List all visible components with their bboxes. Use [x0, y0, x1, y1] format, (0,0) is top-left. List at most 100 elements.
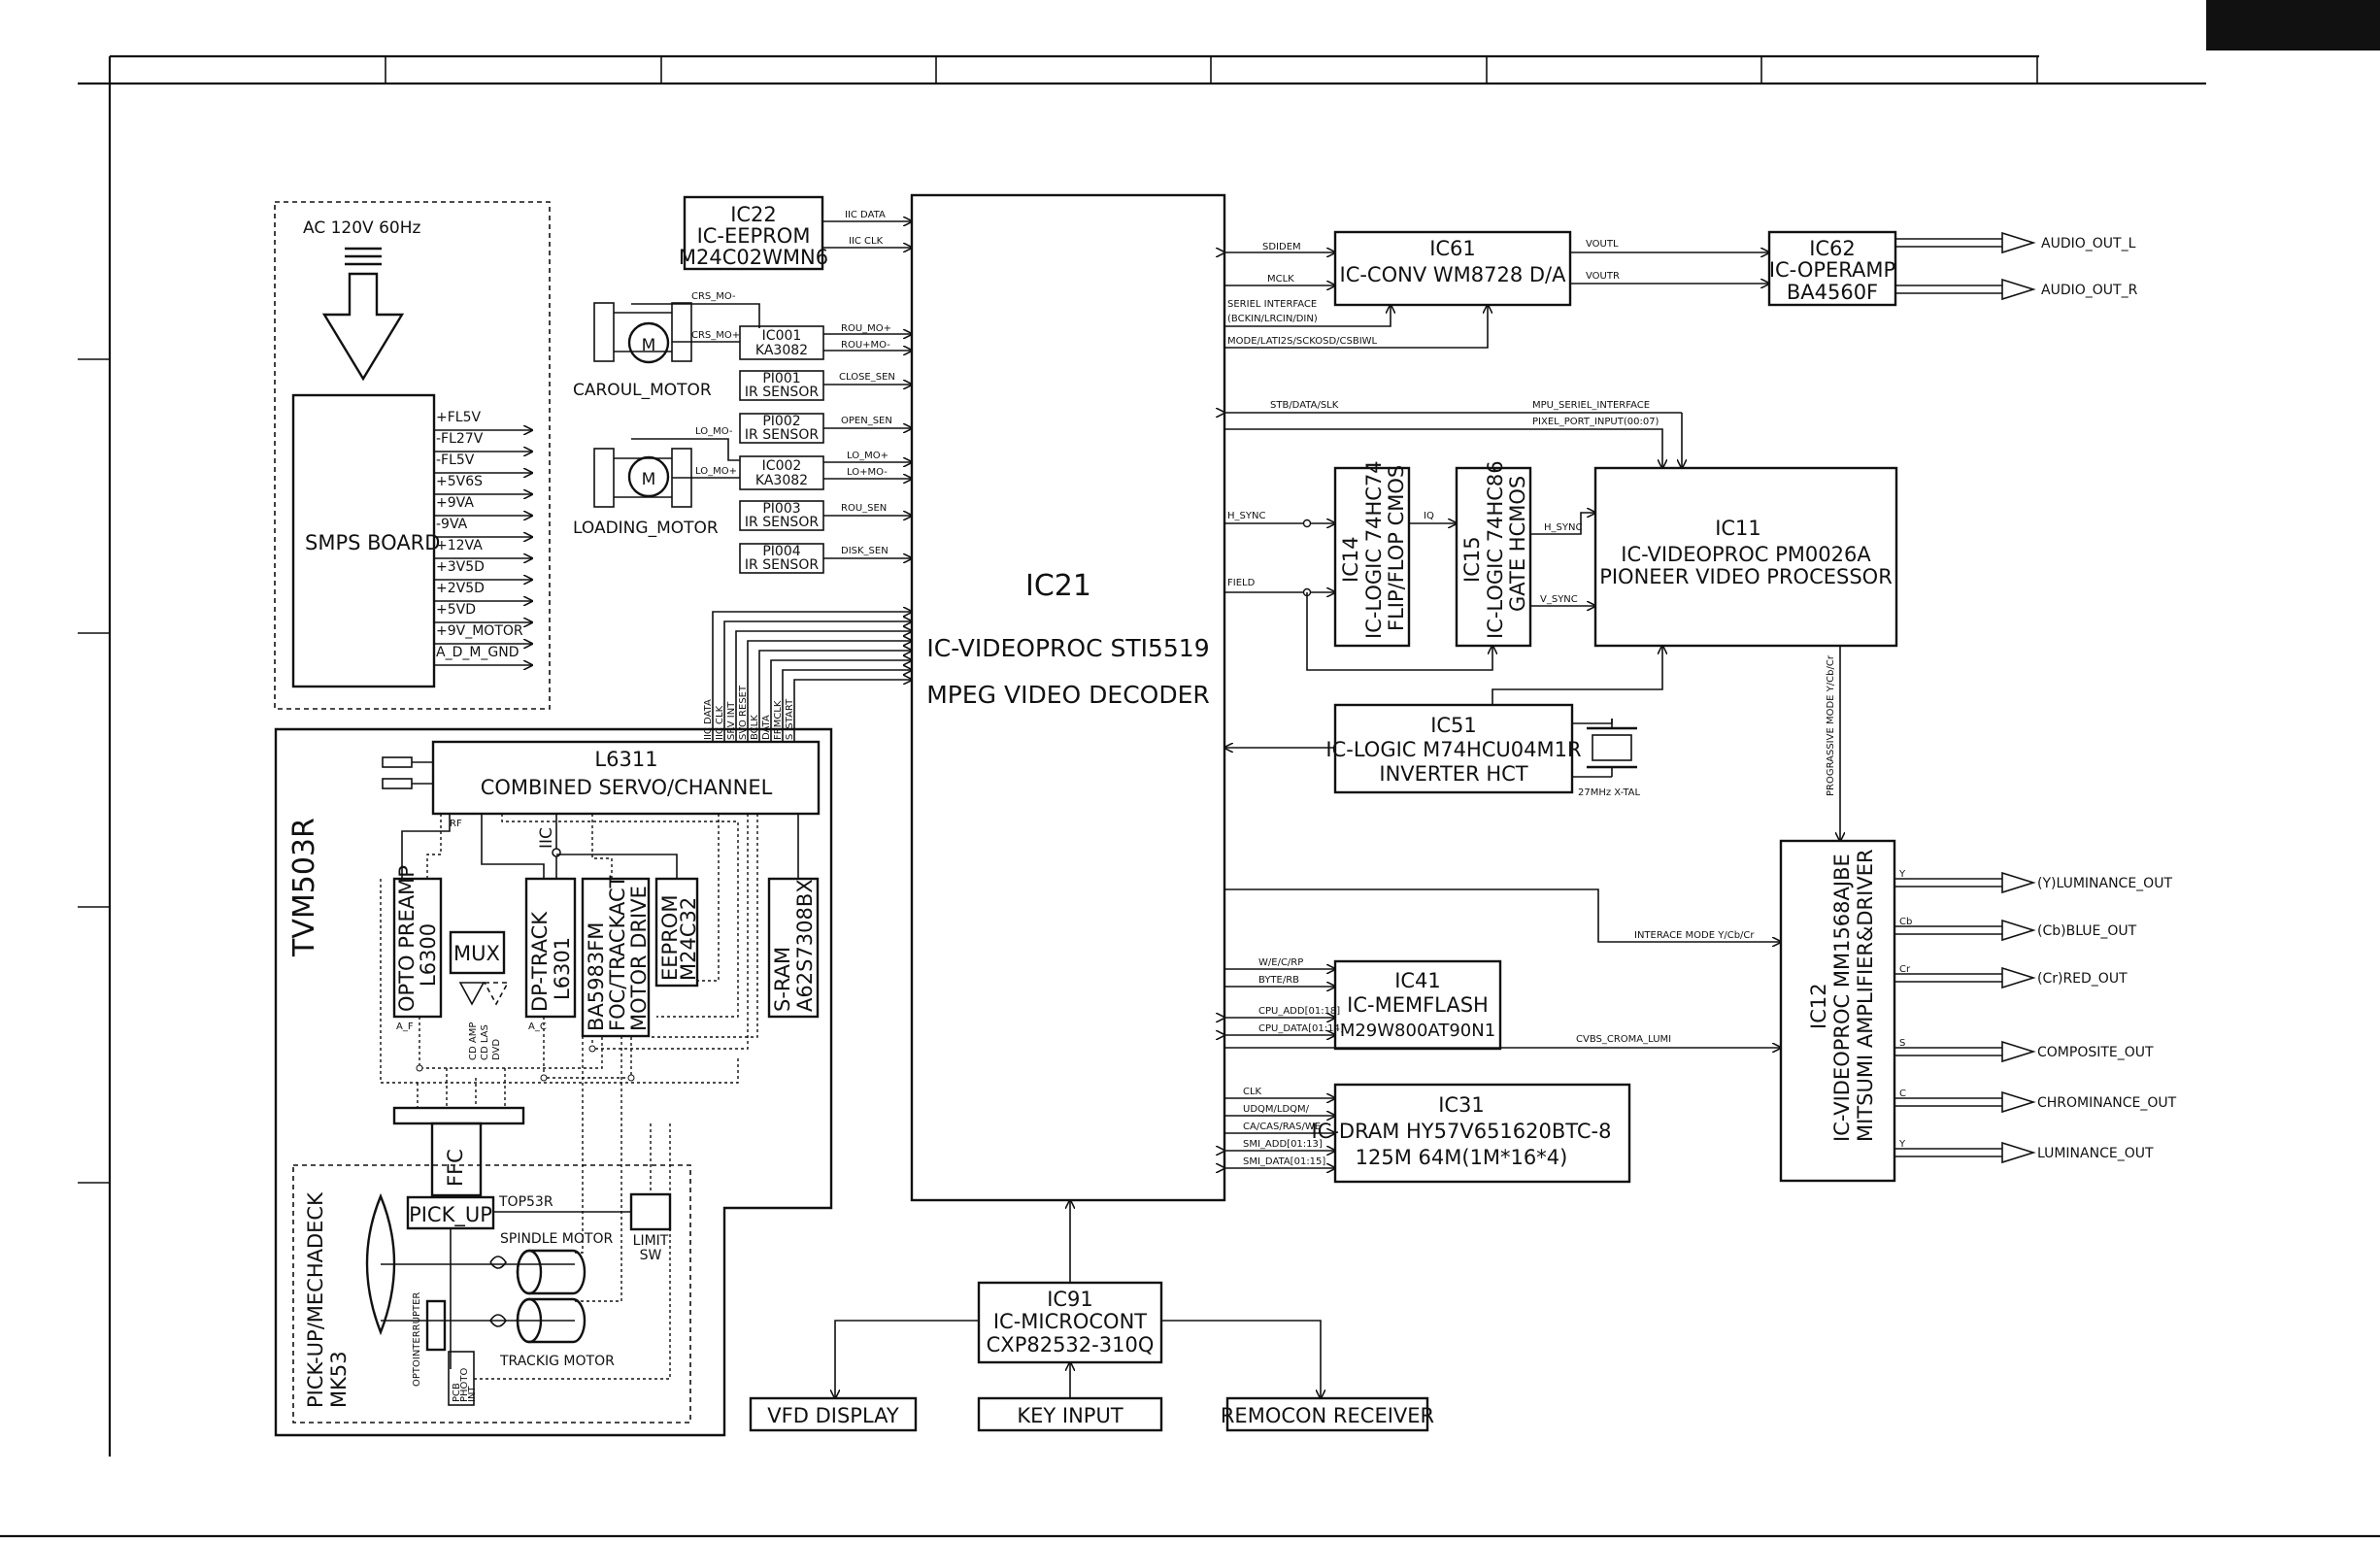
- svg-text:PIXEL_PORT_INPUT(00:07): PIXEL_PORT_INPUT(00:07): [1532, 417, 1659, 427]
- svg-text:CLOSE_SEN: CLOSE_SEN: [839, 372, 895, 383]
- svg-text:IC-DRAM HY57V651620BTC-8: IC-DRAM HY57V651620BTC-8: [1312, 1120, 1612, 1143]
- rail-label: +5VD: [436, 602, 476, 618]
- ic12-block: [1779, 839, 1896, 1183]
- output-arrow-icon: [2001, 1141, 2036, 1164]
- svg-text:IC51: IC51: [1430, 714, 1477, 737]
- svg-text:IC-LOGIC 74HC86: IC-LOGIC 74HC86: [1484, 460, 1507, 639]
- audio-section: IC61 IC-CONV WM8728 D/A SDIDEM MCLK SERI…: [1224, 230, 2138, 349]
- svg-text:M24C32: M24C32: [677, 897, 700, 981]
- ic31-signal-label: UDQM/LDQM/: [1243, 1104, 1310, 1115]
- svg-text:IC001: IC001: [762, 328, 802, 344]
- svg-text:H_SYNC: H_SYNC: [1544, 522, 1582, 533]
- svg-text:M24C02WMN6: M24C02WMN6: [679, 246, 828, 269]
- svg-text:IC11: IC11: [1715, 517, 1761, 540]
- key-input-block: [977, 1396, 1163, 1432]
- video-section: STB/DATA/SLK MPU_SERIEL_INTERFACE PIXEL_…: [1224, 400, 2177, 1183]
- micro-section: IC91 IC-MICROCONT CXP82532-310Q VFD DISP…: [749, 1200, 1434, 1432]
- ic21-name: IC-VIDEOPROC STI5519: [926, 634, 1209, 662]
- output-arrow-icon: [2001, 231, 2036, 254]
- svg-text:FOC/TRACKACT: FOC/TRACKACT: [606, 875, 629, 1031]
- ic31-signal-label: CLK: [1243, 1087, 1262, 1097]
- svg-text:SDIDEM: SDIDEM: [1262, 242, 1301, 252]
- dp-line2: L6301: [551, 937, 574, 1000]
- caroul-motor-icon: [627, 321, 670, 364]
- output-arrow-icon: [2001, 1090, 2036, 1114]
- svg-text:M: M: [642, 470, 656, 489]
- rail-label: +5V6S: [436, 474, 483, 489]
- svg-text:IC-LOGIC 74HC74: IC-LOGIC 74HC74: [1362, 460, 1386, 639]
- ba5983fm-block: [581, 877, 651, 1038]
- bus-line: [782, 670, 912, 742]
- smps-label: SMPS BOARD: [305, 531, 440, 554]
- svg-text:MCLK: MCLK: [1267, 274, 1294, 285]
- bus-line: [758, 651, 912, 742]
- svg-text:DVD: DVD: [491, 1039, 502, 1060]
- ic61-block: [1333, 230, 1572, 307]
- svg-text:CRS_MO-: CRS_MO-: [691, 291, 736, 302]
- svg-text:IC-MICROCONT: IC-MICROCONT: [993, 1310, 1147, 1333]
- svg-text:S-RAM: S-RAM: [771, 947, 794, 1012]
- bus-label: SRV INT: [726, 701, 737, 740]
- svg-text:SERIEL INTERFACE: SERIEL INTERFACE: [1227, 299, 1317, 310]
- svg-text:INTERACE MODE Y/Cb/Cr: INTERACE MODE Y/Cb/Cr: [1634, 930, 1755, 941]
- corner-tab: [2206, 0, 2380, 50]
- svg-text:IC-EEPROM: IC-EEPROM: [697, 224, 811, 248]
- svg-text:CRS_MO+: CRS_MO+: [691, 330, 740, 341]
- svg-text:27MHz X-TAL: 27MHz X-TAL: [1578, 787, 1641, 798]
- audio-out-label: AUDIO_OUT_R: [2041, 283, 2138, 298]
- output-arrow-icon: [2001, 278, 2036, 301]
- output-arrow-icon: [2001, 919, 2036, 942]
- svg-text:PHOTO: PHOTO: [459, 1367, 470, 1402]
- rail-label: +9VA: [436, 495, 474, 511]
- svg-text:M29W800AT90N1: M29W800AT90N1: [1340, 1021, 1495, 1041]
- svg-text:IC-VIDEOPROC MM1568AJBE: IC-VIDEOPROC MM1568AJBE: [1830, 854, 1854, 1142]
- mechadeck-box: [292, 1164, 691, 1424]
- svg-text:IR SENSOR: IR SENSOR: [745, 427, 819, 443]
- dp-track-block: [524, 877, 577, 1019]
- rail-label: +3V5D: [436, 559, 485, 575]
- spindle-motor-icon: [516, 1249, 587, 1295]
- svg-text:CXP82532-310Q: CXP82532-310Q: [987, 1333, 1155, 1357]
- opto-preamp-block: [392, 877, 443, 1019]
- svg-text:LO_MO+: LO_MO+: [695, 466, 737, 477]
- svg-text:BA5983FM: BA5983FM: [585, 922, 608, 1031]
- svg-text:ROU_SEN: ROU_SEN: [841, 503, 887, 514]
- svg-text:PCB: PCB: [452, 1383, 462, 1402]
- svg-text:PROGRASSIVE MODE Y/Cb/Cr: PROGRASSIVE MODE Y/Cb/Cr: [1826, 654, 1836, 796]
- ac-pin-label: A_C: [528, 1022, 547, 1032]
- power-rails: +FL5V-FL27V-FL5V+5V6S+9VA-9VA+12VA+3V5D+…: [434, 410, 532, 665]
- opto-line1: OPTO PREAMP: [395, 865, 419, 1012]
- svg-text:LO_MO+: LO_MO+: [847, 451, 888, 461]
- bus-label: FRMCLK: [773, 700, 784, 740]
- ic21-decoder: IC21 IC-VIDEOPROC STI5519 MPEG VIDEO DEC…: [910, 193, 1226, 1202]
- svg-text:MPU_SERIEL_INTERFACE: MPU_SERIEL_INTERFACE: [1532, 400, 1650, 411]
- svg-text:PI001: PI001: [762, 371, 800, 386]
- svg-text:IIC: IIC: [537, 827, 556, 849]
- ic41-signal-label: CPU_ADD[01:18]: [1258, 1006, 1340, 1017]
- svg-text:BA4560F: BA4560F: [1787, 281, 1878, 304]
- svg-text:KA3082: KA3082: [755, 473, 808, 488]
- svg-text:A62S7308BX: A62S7308BX: [793, 879, 817, 1012]
- video-out-label: (Cr)RED_OUT: [2037, 971, 2128, 987]
- video-pin-label: C: [1899, 1089, 1906, 1099]
- svg-text:VOUTL: VOUTL: [1586, 239, 1619, 250]
- svg-text:IC22: IC22: [730, 203, 777, 226]
- bus-label: BCLK: [750, 715, 760, 740]
- svg-text:MODE/LATI2S/SCKOSD/CSBIWL: MODE/LATI2S/SCKOSD/CSBIWL: [1227, 336, 1378, 347]
- svg-text:KA3082: KA3082: [755, 343, 808, 358]
- svg-text:IC62: IC62: [1809, 237, 1856, 260]
- svg-text:KEY INPUT: KEY INPUT: [1017, 1404, 1123, 1427]
- video-out-label: COMPOSITE_OUT: [2037, 1045, 2154, 1060]
- lens-icon: [365, 1192, 396, 1336]
- tvm-title: TVM503R: [287, 818, 321, 957]
- svg-text:OPTOINTERRUPTER: OPTOINTERRUPTER: [412, 1292, 422, 1387]
- svg-text:PI004: PI004: [762, 544, 800, 559]
- video-pin-label: S: [1899, 1038, 1905, 1049]
- video-outputs: Y(Y)LUMINANCE_OUTCb(Cb)BLUE_OUTCr(Cr)RED…: [1894, 869, 2177, 1164]
- bus-line: [747, 641, 912, 742]
- ic31-signal-label: CA/CAS/RAS/WE: [1243, 1122, 1321, 1132]
- svg-text:GATE HCMOS: GATE HCMOS: [1506, 476, 1529, 612]
- svg-text:IR SENSOR: IR SENSOR: [745, 515, 819, 530]
- svg-text:IIC DATA: IIC DATA: [845, 210, 886, 220]
- svg-text:PI002: PI002: [762, 414, 800, 429]
